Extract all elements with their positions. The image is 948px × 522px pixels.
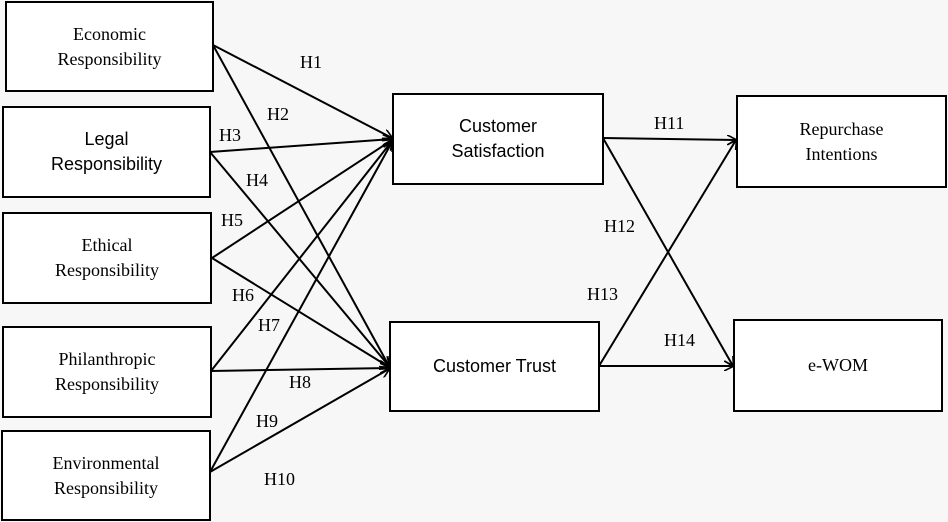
- arrow-economic-to-trust: [212, 44, 389, 366]
- node-environmental-line2: Responsibility: [53, 477, 158, 498]
- hypothesis-label-h4: H4: [246, 170, 268, 190]
- node-satisfaction-line1: Customer: [458, 116, 538, 136]
- node-ethical-line1: Ethical: [81, 235, 133, 255]
- node-ethical-responsibility: Ethical Responsibility: [2, 212, 212, 304]
- arrow-economic-to-satisfaction: [212, 44, 392, 138]
- arrow-philanthropic-to-trust: [210, 368, 389, 371]
- arrow-satisfaction-to-repurchase: [602, 138, 736, 140]
- arrow-trust-to-repurchase: [598, 140, 736, 367]
- arrow-philanthropic-to-satisfaction: [210, 141, 392, 372]
- hypothesis-label-h9: H9: [256, 411, 278, 431]
- node-repurchase-line1: Repurchase: [799, 118, 884, 139]
- node-repurchase-line2: Intentions: [805, 143, 878, 164]
- hypothesis-label-h3: H3: [219, 125, 241, 145]
- node-ethical-line2: Responsibility: [54, 260, 159, 280]
- node-economic-line1: Economic: [73, 23, 146, 44]
- hypothesis-label-h2: H2: [267, 104, 289, 124]
- hypothesis-label-h1: H1: [300, 52, 322, 72]
- hypothesis-label-h7: H7: [258, 315, 280, 335]
- hypothesis-label-h12: H12: [604, 216, 635, 236]
- node-legal-responsibility: Legal Responsibility: [2, 106, 211, 198]
- arrow-ethical-to-trust: [211, 257, 389, 367]
- node-environmental-line1: Environmental: [52, 452, 160, 473]
- hypothesis-label-h6: H6: [232, 285, 254, 305]
- node-repurchase-intentions: Repurchase Intentions: [736, 95, 947, 188]
- node-legal-line2: Responsibility: [50, 154, 163, 174]
- hypothesis-label-h8: H8: [289, 372, 311, 392]
- node-legal-line1: Legal: [84, 129, 129, 149]
- node-customer-trust: Customer Trust: [389, 321, 600, 412]
- arrow-legal-to-satisfaction: [209, 139, 392, 153]
- node-economic-responsibility: Economic Responsibility: [5, 1, 214, 92]
- hypothesis-label-h14: H14: [664, 330, 695, 350]
- node-ewom: e-WOM: [733, 319, 943, 412]
- node-environmental-responsibility: Environmental Responsibility: [1, 430, 211, 521]
- node-trust-line1: Customer Trust: [432, 356, 557, 376]
- arrow-ethical-to-satisfaction: [211, 140, 392, 259]
- node-philanthropic-line2: Responsibility: [54, 374, 159, 394]
- hypothesis-label-h11: H11: [654, 113, 685, 133]
- arrow-environmental-to-trust: [209, 369, 389, 473]
- hypothesis-label-h13: H13: [587, 284, 618, 304]
- node-customer-satisfaction: Customer Satisfaction: [392, 93, 604, 185]
- node-philanthropic-line1: Philanthropic: [58, 349, 156, 369]
- node-ewom-line1: e-WOM: [808, 355, 868, 375]
- hypothesis-label-h5: H5: [221, 210, 243, 230]
- node-economic-line2: Responsibility: [57, 48, 162, 69]
- node-satisfaction-line2: Satisfaction: [451, 141, 545, 161]
- arrow-environmental-to-satisfaction: [209, 142, 392, 473]
- node-philanthropic-responsibility: Philanthropic Responsibility: [2, 326, 212, 418]
- hypothesis-label-h10: H10: [264, 469, 295, 489]
